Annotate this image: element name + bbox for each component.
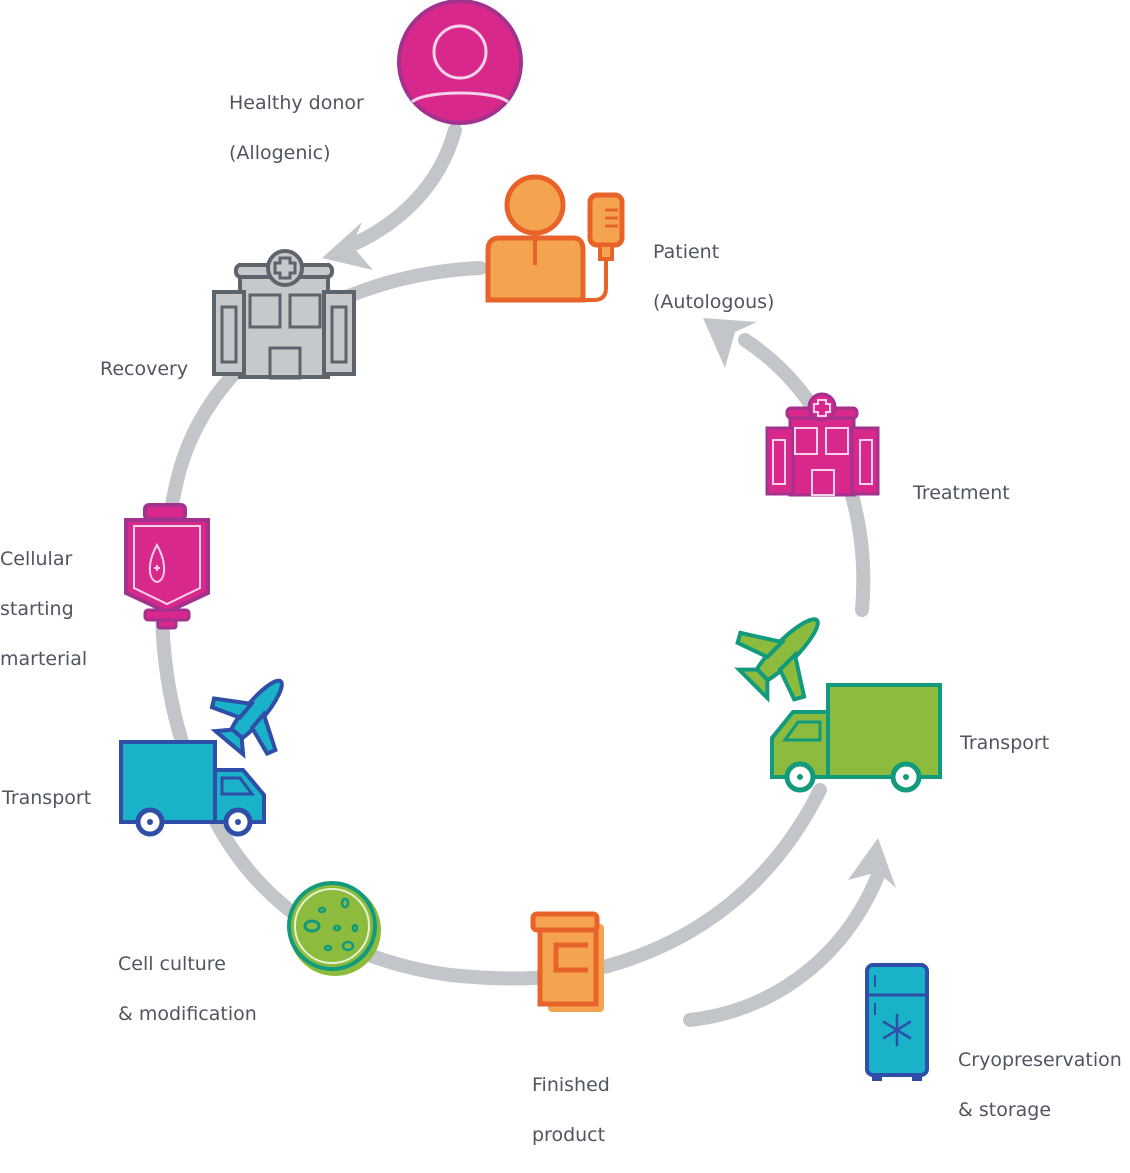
snowflake-icon <box>882 1013 912 1047</box>
plane-icon <box>734 617 820 703</box>
hospital-icon <box>765 392 880 497</box>
petri-dish-icon <box>287 881 381 976</box>
label-line: (Allogenic) <box>229 142 331 164</box>
node-label-cellular-starting-material: Cellular starting marterial <box>0 522 87 697</box>
label-line: Transport <box>960 732 1050 754</box>
cryo-arrow-path <box>683 863 887 1027</box>
node-label-cryopreservation: Cryopreservation & storage <box>958 1023 1122 1148</box>
label-line: starting <box>0 598 74 620</box>
treatment-arrowhead <box>703 318 757 368</box>
label-line: Cellular <box>0 548 73 570</box>
cycle-arc-bottom-right <box>593 783 827 975</box>
node-label-recovery: Recovery <box>100 332 188 407</box>
node-label-transport-right: Transport <box>960 706 1049 781</box>
label-line: Healthy donor <box>229 92 364 114</box>
hospital-icon <box>212 249 356 380</box>
donor-arrowhead <box>322 222 373 270</box>
label-line: Recovery <box>100 358 189 380</box>
cryo-arrowhead <box>848 838 896 888</box>
label-line: Treatment <box>913 482 1010 504</box>
truck-plane-icon <box>734 617 942 793</box>
person-circle-icon <box>397 0 523 125</box>
label-line: Cell culture <box>118 953 226 975</box>
node-label-transport-left: Transport <box>2 761 91 836</box>
supply-chain-diagram: Healthy donor (Allogenic) Patient (Autol… <box>0 0 1122 1146</box>
freezer-icon <box>865 963 929 1081</box>
diagram-canvas <box>119 0 942 1081</box>
node-label-treatment: Treatment <box>913 456 1010 531</box>
label-line: (Autologous) <box>653 291 775 313</box>
label-line: Finished <box>532 1074 610 1096</box>
node-label-cell-culture: Cell culture & modification <box>118 927 257 1052</box>
pill-bottle-icon <box>530 911 604 1012</box>
label-line: Cryopreservation <box>958 1049 1122 1071</box>
label-line: marterial <box>0 648 88 670</box>
patient-iv-icon <box>485 174 625 303</box>
truck-plane-icon <box>119 678 284 837</box>
node-label-patient: Patient (Autologous) <box>653 215 774 340</box>
plane-icon <box>209 678 284 759</box>
blood-bag-icon <box>124 503 210 630</box>
label-line: Patient <box>653 241 720 263</box>
label-line: product <box>532 1124 606 1146</box>
node-label-finished-product: Finished product <box>532 1048 610 1173</box>
label-line: Transport <box>2 787 92 809</box>
label-line: & modification <box>118 1003 257 1025</box>
label-line: & storage <box>958 1099 1052 1121</box>
donor-arrow-path <box>338 123 462 255</box>
node-label-healthy-donor: Healthy donor (Allogenic) <box>229 66 364 191</box>
